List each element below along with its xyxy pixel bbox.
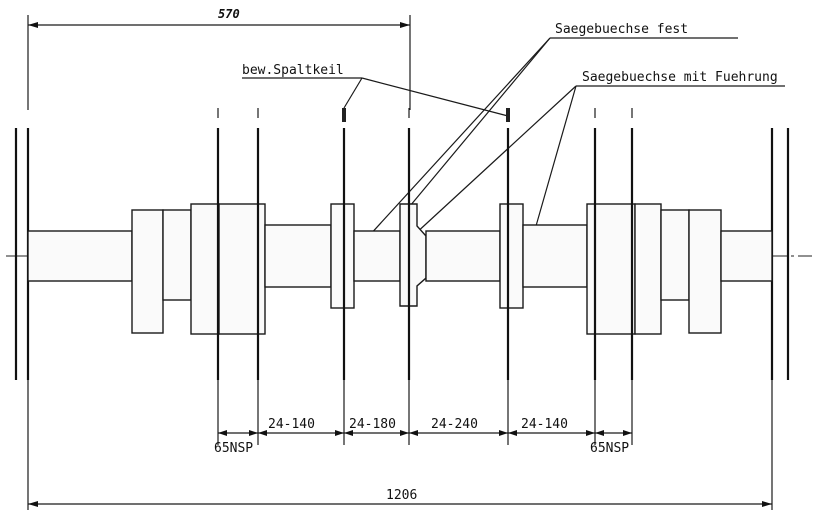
dimension-570: 570	[27, 7, 411, 110]
shaft-left-assembly	[27, 203, 501, 335]
range-label-4: 24-140	[521, 417, 568, 432]
split-wedge-label: bew.Spaltkeil	[242, 63, 344, 78]
callout-saw-bush-guided: Saegebuechse mit Fuehrung	[413, 70, 785, 236]
gap-label-right: 65NSP	[590, 441, 629, 456]
saw-blades	[216, 108, 634, 380]
callout-split-wedge: bew.Spaltkeil	[242, 63, 510, 122]
gap-label-left: 65NSP	[214, 441, 253, 456]
saw-bush-guided-label: Saegebuechse mit Fuehrung	[582, 70, 778, 85]
extension-lines	[217, 380, 633, 445]
saw-bush-fixed-label: Saegebuechse fest	[555, 22, 688, 37]
range-dimensions: 24-140 24-180 24-240 24-140 65NSP 65NSP	[214, 417, 632, 456]
range-label-3: 24-240	[431, 417, 478, 432]
range-label-2: 24-180	[349, 417, 396, 432]
shaft-right-assembly	[499, 203, 773, 335]
dimension-1206-label: 1206	[386, 488, 417, 503]
dimension-570-label: 570	[218, 7, 240, 21]
range-label-1: 24-140	[268, 417, 315, 432]
